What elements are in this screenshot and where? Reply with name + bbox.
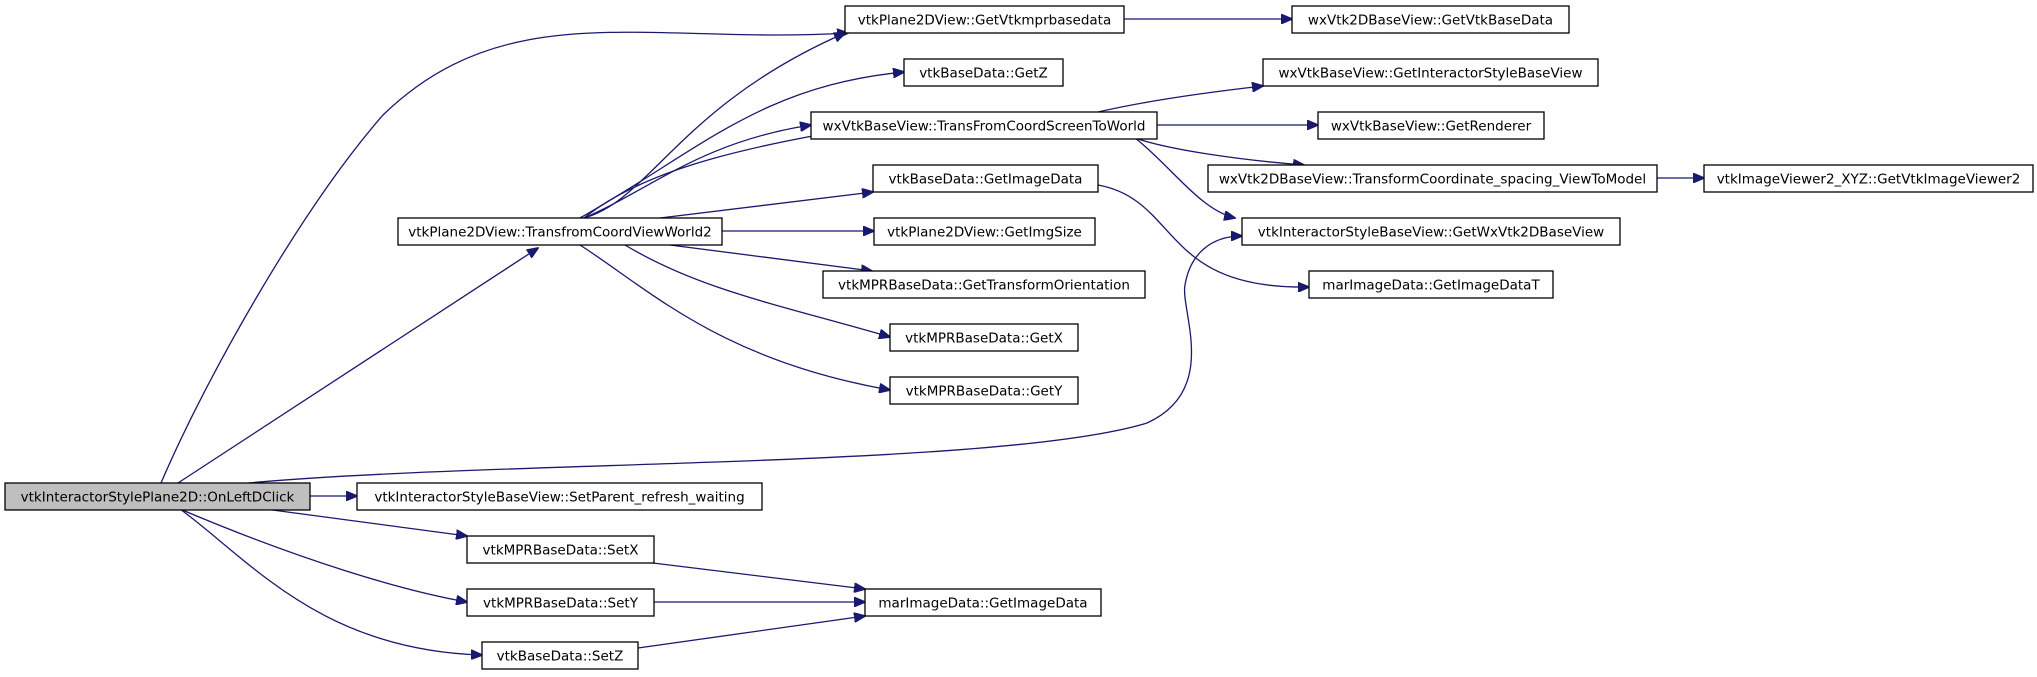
call-edge	[264, 508, 467, 536]
node-getz[interactable]: vtkBaseData::GetZ	[903, 58, 1064, 87]
node-box	[822, 270, 1146, 299]
node-box	[810, 111, 1158, 140]
call-edge	[669, 244, 872, 271]
node-box	[356, 482, 763, 511]
node-label: vtkInteractorStyleBaseView::SetParent_re…	[374, 490, 744, 506]
node-box	[844, 5, 1125, 34]
call-edge	[652, 562, 865, 589]
node-label: vtkMPRBaseData::SetY	[483, 596, 639, 612]
node-label: vtkPlane2DView::GetVtkmprbasedata	[858, 13, 1112, 29]
call-edge	[579, 244, 890, 390]
node-getimagedata_vtkbase[interactable]: vtkBaseData::GetImageData	[872, 164, 1099, 193]
node-label: vtkBaseData::GetImageData	[889, 172, 1083, 188]
node-label: vtkBaseData::SetZ	[497, 649, 624, 665]
node-getrenderer[interactable]: wxVtkBaseView::GetRenderer	[1317, 111, 1545, 140]
node-label: marImageData::GetImageDataT	[1322, 278, 1540, 294]
node-label: vtkInteractorStylePlane2D::OnLeftDClick	[21, 490, 295, 506]
call-edge	[637, 616, 865, 649]
node-label: vtkPlane2DView::TransfromCoordViewWorld2	[408, 225, 712, 241]
node-label: wxVtkBaseView::TransFromCoordScreenToWor…	[823, 119, 1146, 135]
call-edge	[1134, 137, 1235, 218]
node-box	[1308, 270, 1554, 299]
nodes-layer: vtkInteractorStylePlane2D::OnLeftDClickv…	[4, 5, 2034, 670]
node-box	[903, 58, 1064, 87]
node-transfromcoordscreen[interactable]: wxVtkBaseView::TransFromCoordScreenToWor…	[810, 111, 1158, 140]
call-edge	[179, 508, 467, 602]
call-edge	[247, 236, 1242, 484]
node-sety[interactable]: vtkMPRBaseData::SetY	[466, 588, 655, 617]
node-label: vtkInteractorStyleBaseView::GetWxVtk2DBa…	[1258, 225, 1604, 241]
call-edge	[179, 508, 482, 655]
node-label: vtkPlane2DView::GetImgSize	[887, 225, 1082, 241]
node-label: vtkMPRBaseData::GetY	[906, 384, 1064, 400]
node-getimagedata_mar[interactable]: marImageData::GetImageData	[864, 588, 1102, 617]
node-gettransformorientation[interactable]: vtkMPRBaseData::GetTransformOrientation	[822, 270, 1146, 299]
node-label: wxVtkBaseView::GetRenderer	[1331, 119, 1532, 135]
edges-layer	[160, 19, 1704, 655]
call-edge	[659, 192, 873, 219]
call-edge	[1097, 184, 1309, 287]
node-box	[1241, 217, 1621, 246]
node-label: vtkBaseData::GetZ	[919, 66, 1048, 82]
call-edge	[177, 248, 538, 484]
node-getvtkbasedata[interactable]: wxVtk2DBaseView::GetVtkBaseData	[1291, 5, 1570, 34]
node-box	[1291, 5, 1570, 34]
node-label: wxVtk2DBaseView::GetVtkBaseData	[1308, 13, 1553, 29]
node-label: wxVtkBaseView::GetInteractorStyleBaseVie…	[1278, 66, 1582, 82]
node-getimgsize[interactable]: vtkPlane2DView::GetImgSize	[873, 217, 1096, 246]
node-box	[872, 164, 1099, 193]
node-box	[873, 217, 1096, 246]
node-setx[interactable]: vtkMPRBaseData::SetX	[466, 535, 655, 564]
node-getimagedatat[interactable]: marImageData::GetImageDataT	[1308, 270, 1554, 299]
call-edge	[624, 244, 890, 337]
node-label: vtkImageViewer2_XYZ::GetVtkImageViewer2	[1717, 172, 2021, 188]
node-getvtkimageviewer2[interactable]: vtkImageViewer2_XYZ::GetVtkImageViewer2	[1703, 164, 2034, 193]
node-box	[1317, 111, 1545, 140]
call-edge	[160, 32, 848, 484]
node-label: vtkMPRBaseData::GetTransformOrientation	[838, 278, 1130, 294]
node-getvtkmprbasedata[interactable]: vtkPlane2DView::GetVtkmprbasedata	[844, 5, 1125, 34]
node-transfromcoordviewworld2[interactable]: vtkPlane2DView::TransfromCoordViewWorld2	[397, 217, 723, 246]
node-box	[481, 641, 639, 670]
node-box	[1207, 164, 1658, 193]
node-getinteractorstylebaseview[interactable]: wxVtkBaseView::GetInteractorStyleBaseVie…	[1262, 58, 1599, 87]
call-edge	[583, 33, 845, 219]
node-getx[interactable]: vtkMPRBaseData::GetX	[889, 323, 1079, 352]
node-transformcoordinate[interactable]: wxVtk2DBaseView::TransformCoordinate_spa…	[1207, 164, 1658, 193]
node-setz[interactable]: vtkBaseData::SetZ	[481, 641, 639, 670]
node-onleftdclick[interactable]: vtkInteractorStylePlane2D::OnLeftDClick	[4, 482, 311, 511]
node-gety[interactable]: vtkMPRBaseData::GetY	[889, 376, 1079, 405]
node-label: vtkMPRBaseData::SetX	[483, 543, 639, 559]
node-box	[4, 482, 311, 511]
node-setparentrefresh[interactable]: vtkInteractorStyleBaseView::SetParent_re…	[356, 482, 763, 511]
node-box	[864, 588, 1102, 617]
node-box	[1262, 58, 1599, 87]
node-label: wxVtk2DBaseView::TransformCoordinate_spa…	[1219, 172, 1646, 188]
node-box	[397, 217, 723, 246]
node-box	[466, 535, 655, 564]
call-edge	[1097, 86, 1263, 113]
node-label: marImageData::GetImageData	[878, 596, 1087, 612]
node-box	[466, 588, 655, 617]
node-box	[889, 323, 1079, 352]
node-label: vtkMPRBaseData::GetX	[905, 331, 1063, 347]
node-box	[889, 376, 1079, 405]
node-box	[1703, 164, 2034, 193]
call-edge	[1134, 137, 1304, 165]
node-getwxvtk2dbaseview[interactable]: vtkInteractorStyleBaseView::GetWxVtk2DBa…	[1241, 217, 1621, 246]
